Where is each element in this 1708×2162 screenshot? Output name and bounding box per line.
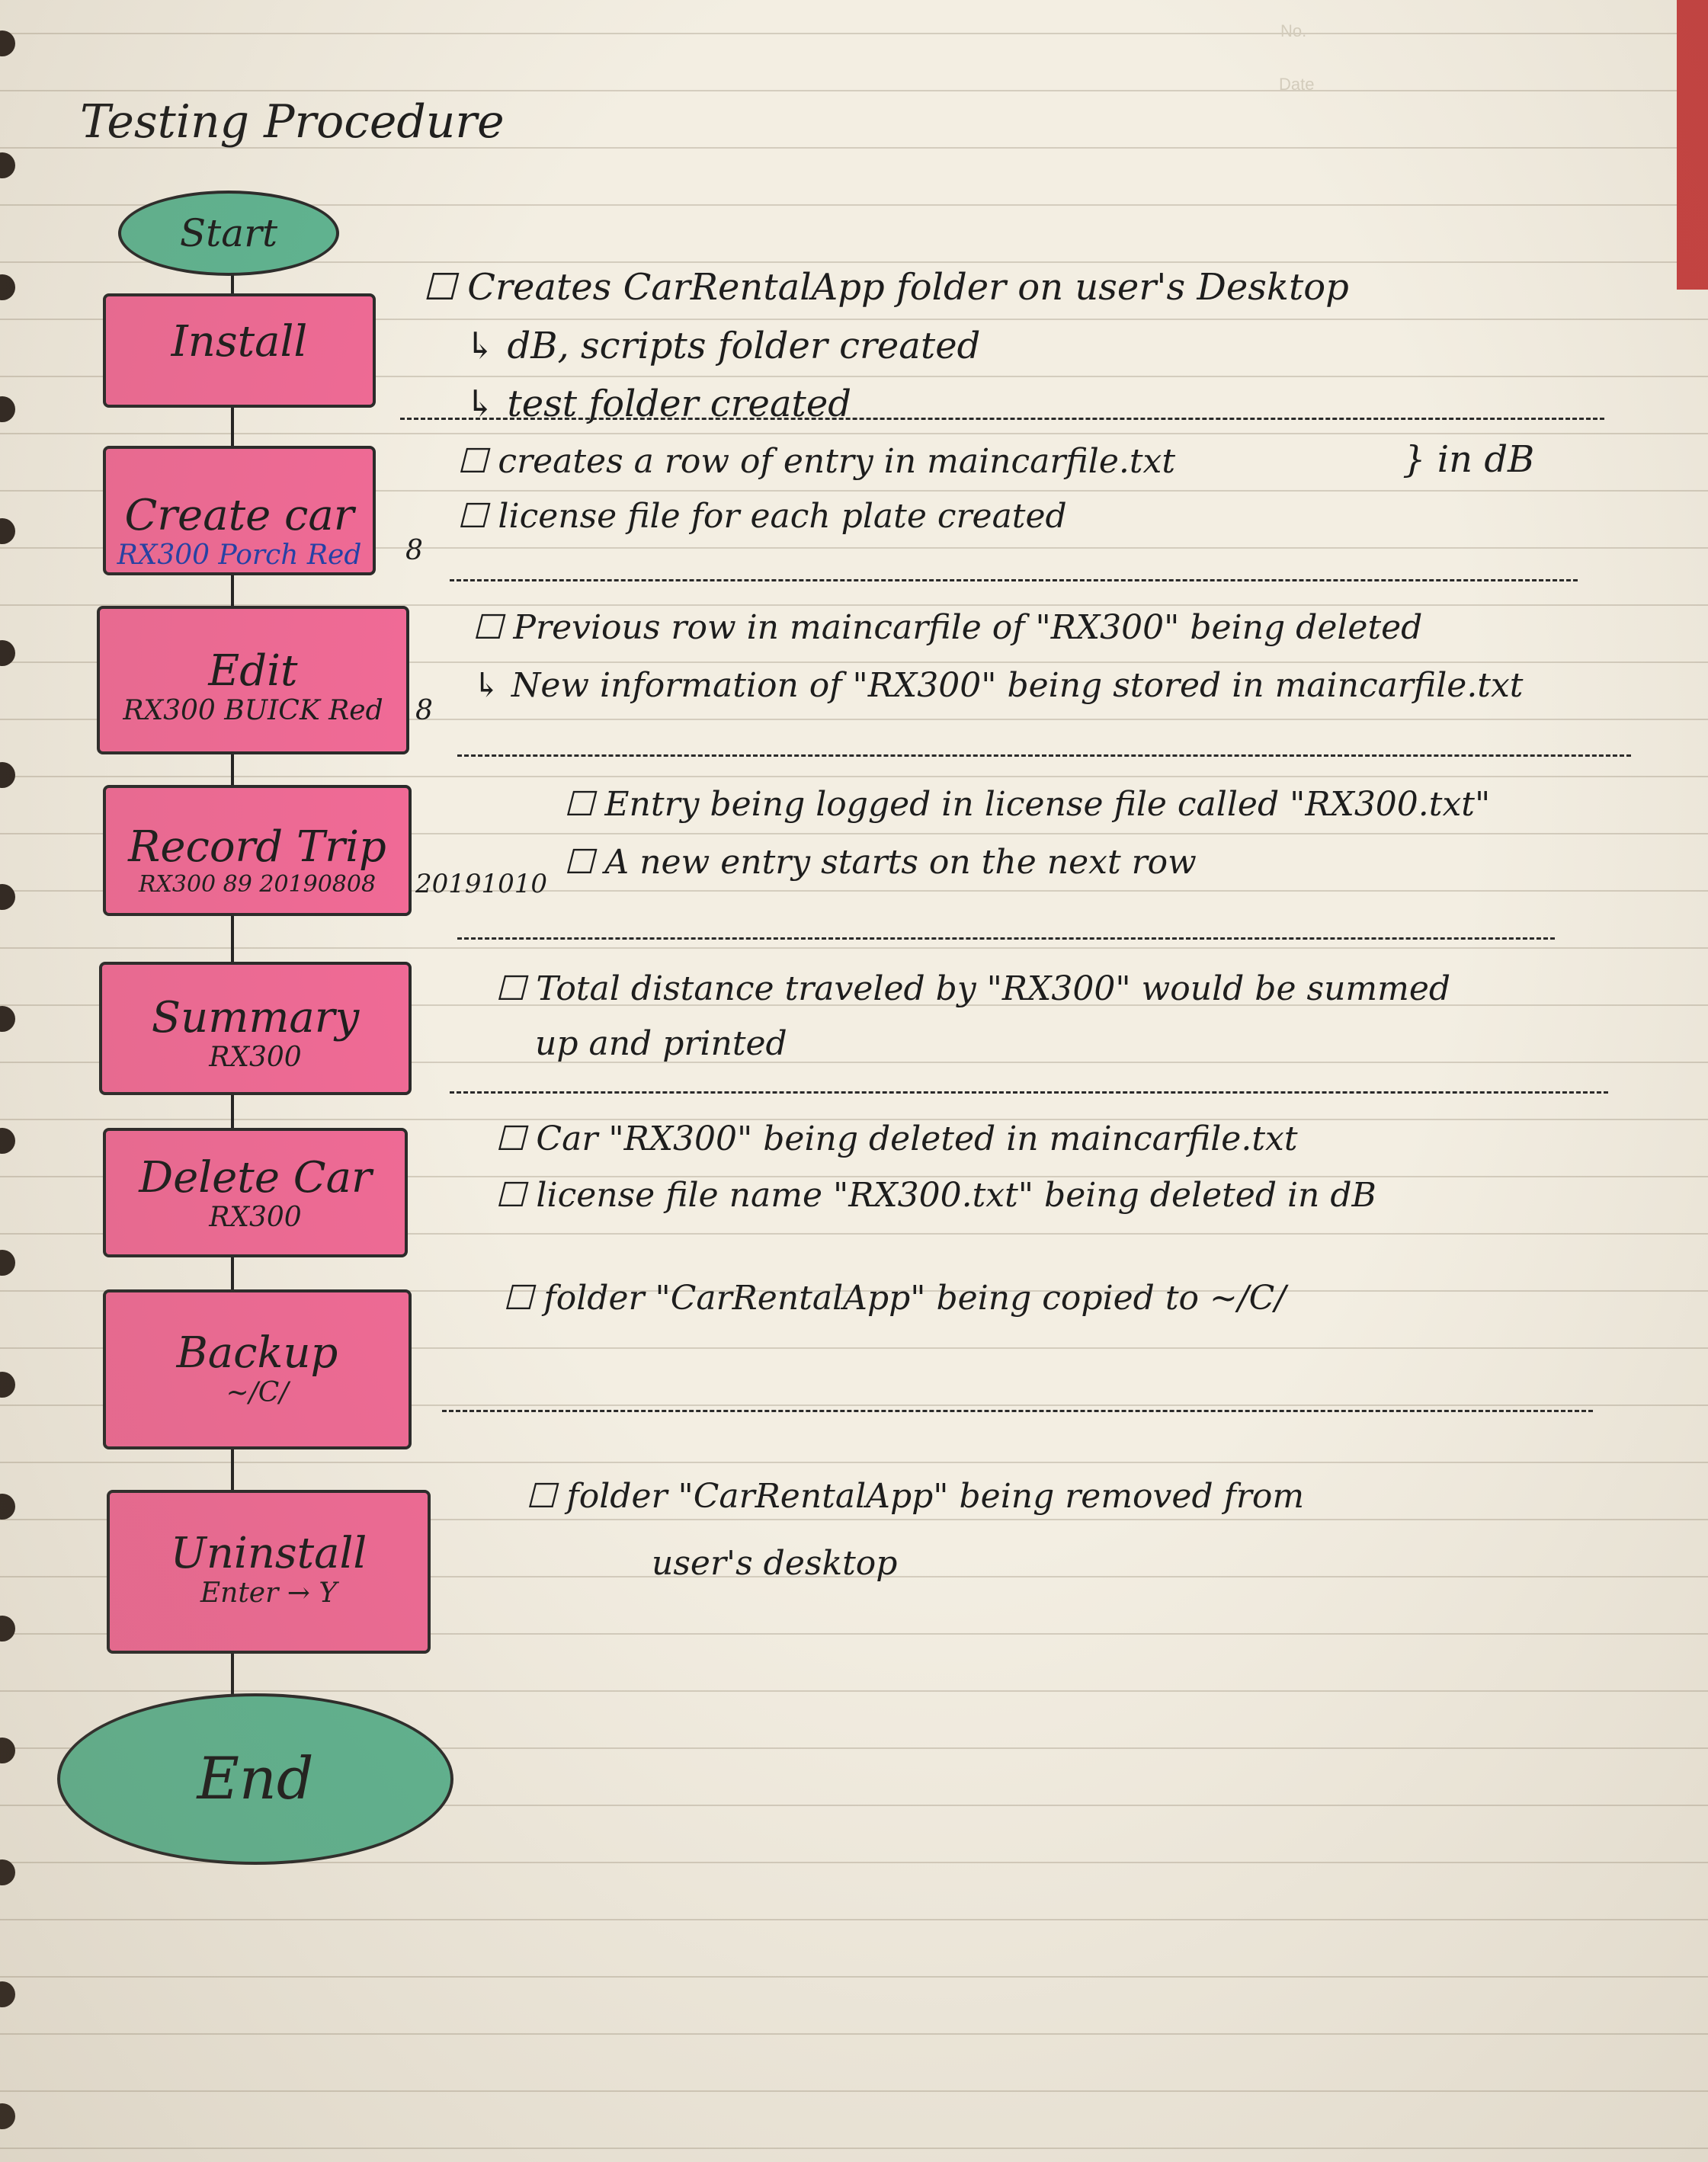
- step-label: Delete Car: [139, 1153, 372, 1203]
- end-terminal: End: [57, 1693, 453, 1865]
- note-item: ☐ license file for each plate created: [457, 497, 1067, 536]
- section-divider: [457, 937, 1555, 940]
- section-divider: [450, 579, 1578, 581]
- step-sub-label: Enter → Y: [200, 1577, 338, 1609]
- notes-create: ☐ creates a row of entry in maincarfile.…: [457, 434, 1175, 544]
- binder-hole: [0, 1859, 15, 1885]
- step-side-note: 8: [415, 695, 433, 726]
- note-item: ☐ folder "CarRentalApp" being copied to …: [503, 1279, 1287, 1318]
- end-label: End: [197, 1744, 314, 1812]
- notes-summary: ☐ Total distance traveled by "RX300" wou…: [495, 962, 1450, 1071]
- note-item: ☐ A new entry starts on the next row: [564, 843, 1197, 882]
- step-backup: Backup ~/C/: [103, 1289, 412, 1449]
- flow-connector: [231, 1650, 234, 1696]
- flow-connector: [231, 1091, 234, 1131]
- flow-connector: [231, 271, 234, 295]
- note-item: ☐ Car "RX300" being deleted in maincarfi…: [495, 1119, 1298, 1158]
- step-sub-label: RX300: [209, 1202, 302, 1234]
- notes-uninstall: ☐ folder "CarRentalApp" being removed fr…: [526, 1463, 1304, 1597]
- step-sub-label: RX300: [209, 1042, 302, 1074]
- flow-connector: [231, 751, 234, 787]
- binder-hole: [0, 518, 15, 544]
- flow-connector: [231, 404, 234, 448]
- step-delete-car: Delete Car RX300: [103, 1128, 408, 1257]
- step-install: Install: [103, 293, 376, 408]
- note-subitem: ↳ dB, scripts folder created: [465, 325, 981, 367]
- binder-hole: [0, 762, 15, 788]
- step-create-car: Create car RX300 Porch Red: [103, 446, 376, 575]
- note-item: ☐ folder "CarRentalApp" being removed fr…: [526, 1477, 1305, 1516]
- step-label: Edit: [208, 646, 298, 696]
- step-sub-label: RX300 Porch Red: [117, 540, 362, 572]
- binder-hole: [0, 396, 15, 422]
- binder-hole: [0, 1250, 15, 1276]
- notes-edit: ☐ Previous row in maincarfile of "RX300"…: [473, 599, 1523, 715]
- binder-hole: [0, 30, 15, 56]
- step-sub-label: RX300 89 20190808: [138, 871, 377, 898]
- step-label: Summary: [151, 993, 360, 1043]
- note-subitem: up and printed: [535, 1024, 787, 1063]
- step-label: Install: [171, 317, 308, 367]
- flow-connector: [231, 913, 234, 965]
- binder-hole: [0, 2103, 15, 2129]
- binder-hole: [0, 1494, 15, 1520]
- step-uninstall: Uninstall Enter → Y: [107, 1490, 431, 1654]
- binder-holes: [0, 0, 30, 2162]
- step-side-note: 20191010: [415, 869, 548, 899]
- notes-record-trip: ☐ Entry being logged in license file cal…: [564, 776, 1490, 892]
- step-label: Create car: [124, 491, 354, 540]
- notes-install: ☐ Creates CarRentalApp folder on user's …: [423, 258, 1349, 433]
- binder-hole: [0, 884, 15, 910]
- section-divider: [450, 1091, 1608, 1094]
- step-summary: Summary RX300: [99, 962, 412, 1095]
- section-divider: [400, 418, 1604, 420]
- binder-hole: [0, 1981, 15, 2007]
- page-number-label: No.: [1280, 21, 1307, 40]
- binder-hole: [0, 152, 15, 178]
- section-divider: [457, 754, 1631, 757]
- binder-hole: [0, 274, 15, 300]
- step-side-note: 8: [405, 535, 423, 566]
- page-title: Testing Procedure: [80, 95, 505, 149]
- step-edit: Edit RX300 BUICK Red: [97, 606, 409, 754]
- binder-hole: [0, 1006, 15, 1032]
- binder-hole: [0, 1372, 15, 1398]
- binder-hole: [0, 1128, 15, 1154]
- step-label: Record Trip: [128, 822, 386, 872]
- step-sub-label: ~/C/: [226, 1377, 289, 1409]
- note-subitem: user's desktop: [652, 1544, 898, 1583]
- binder-hole: [0, 1738, 15, 1763]
- step-sub-label: RX300 BUICK Red: [123, 695, 383, 727]
- notes-backup: ☐ folder "CarRentalApp" being copied to …: [503, 1269, 1286, 1328]
- note-item: ☐ creates a row of entry in maincarfile.…: [457, 442, 1176, 481]
- section-divider: [442, 1410, 1593, 1412]
- start-terminal: Start: [118, 191, 339, 276]
- page-date-label: Date: [1279, 75, 1315, 94]
- note-item: ☐ Total distance traveled by "RX300" wou…: [495, 969, 1451, 1008]
- note-item: ↳ New information of "RX300" being store…: [473, 666, 1524, 705]
- note-item: ☐ Previous row in maincarfile of "RX300"…: [473, 608, 1423, 647]
- note-item: ☐ license file name "RX300.txt" being de…: [495, 1176, 1376, 1215]
- step-label: Uninstall: [170, 1529, 367, 1578]
- note-item: ☐ Creates CarRentalApp folder on user's …: [423, 266, 1349, 309]
- note-item: ☐ Entry being logged in license file cal…: [564, 785, 1491, 824]
- red-page-edge: [1677, 0, 1708, 290]
- step-label: Backup: [176, 1328, 338, 1378]
- start-label: Start: [179, 211, 278, 255]
- flow-connector: [231, 1254, 234, 1292]
- notes-delete-car: ☐ Car "RX300" being deleted in maincarfi…: [495, 1111, 1376, 1224]
- step-record-trip: Record Trip RX300 89 20190808: [103, 785, 412, 916]
- binder-hole: [0, 1616, 15, 1642]
- binder-hole: [0, 640, 15, 666]
- flow-connector: [231, 1446, 234, 1492]
- flow-connector: [231, 572, 234, 608]
- note-subitem: ↳ test folder created: [465, 383, 851, 425]
- in-db-annotation: } in dB: [1402, 438, 1535, 481]
